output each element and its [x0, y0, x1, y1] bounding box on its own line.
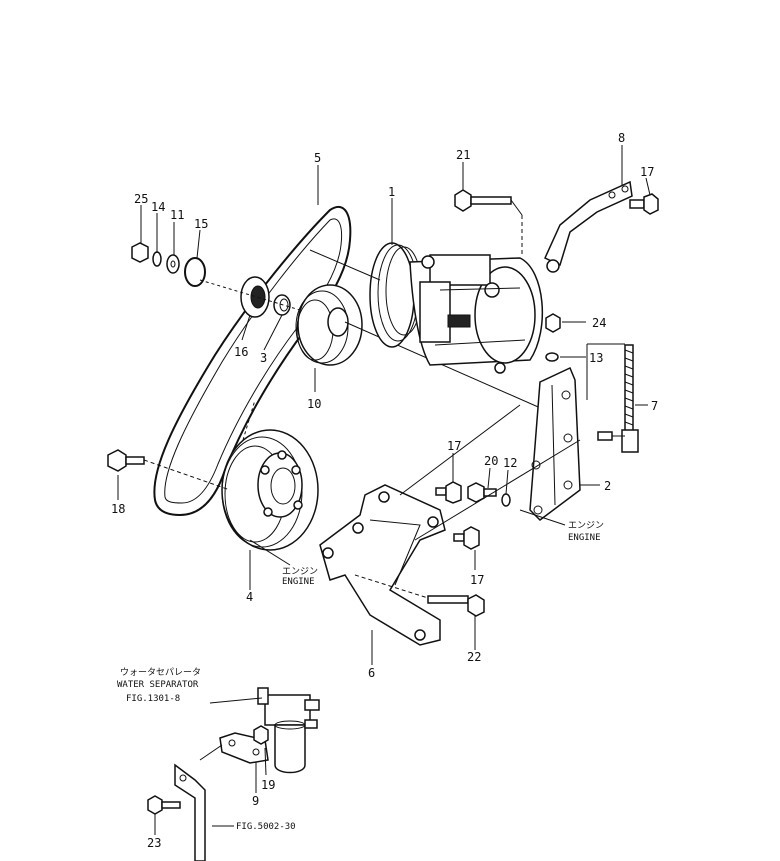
bracket-8	[544, 180, 633, 273]
frame-plate	[174, 744, 223, 861]
callout-1: 1	[388, 185, 395, 199]
engine-label-jp-1: エンジン	[282, 567, 318, 577]
callout-21: 21	[456, 148, 470, 162]
callout-9: 9	[252, 794, 259, 808]
callout-16: 16	[234, 345, 248, 359]
bolt-21	[454, 189, 523, 255]
callout-3: 3	[260, 351, 267, 365]
bolt-23	[147, 795, 181, 815]
callout-25: 25	[134, 192, 148, 206]
leader-lines	[117, 145, 651, 835]
callout-8: 8	[618, 131, 625, 145]
engine-label-en-1: ENGINE	[282, 577, 315, 587]
fig-ref-1301: FIG.1301-8	[126, 694, 180, 704]
callout-17-top: 17	[640, 165, 654, 179]
bearing-16	[240, 276, 270, 318]
callout-17-middle: 17	[447, 439, 461, 453]
water-separator-label-en: WATER SEPARATOR	[117, 680, 199, 690]
callout-14: 14	[151, 200, 165, 214]
callout-5: 5	[314, 151, 321, 165]
callout-2: 2	[604, 479, 611, 493]
water-separator-label-jp: ウォータセパレータ	[120, 667, 201, 678]
washer-13	[545, 352, 559, 362]
bolt-bracket-2	[597, 431, 625, 441]
callout-4: 4	[246, 590, 253, 604]
compressor	[369, 242, 544, 374]
callout-7: 7	[651, 399, 658, 413]
bolt-18	[107, 449, 231, 491]
engine-pointer-1	[249, 539, 291, 566]
callout-10: 10	[307, 397, 321, 411]
text-labels: エンジン ENGINE エンジン ENGINE ウォータセパレータ WATER …	[117, 521, 604, 832]
fig-ref-5002: FIG.5002-30	[236, 822, 296, 832]
idler-pulley	[295, 284, 363, 366]
adjust-bolt-7	[586, 343, 639, 453]
crank-pulley	[221, 429, 319, 551]
compressor-axis-line	[309, 249, 381, 281]
callout-13: 13	[589, 351, 603, 365]
water-separator	[257, 687, 320, 774]
bracket-6	[319, 484, 446, 646]
callout-23: 23	[147, 836, 161, 850]
callout-20: 20	[484, 454, 498, 468]
callout-19: 19	[261, 778, 275, 792]
bolt-17-lower	[453, 526, 480, 550]
bolt-20	[467, 482, 497, 503]
engine-pointer-2	[519, 509, 566, 526]
callout-12: 12	[503, 456, 517, 470]
bracket-2	[529, 366, 581, 521]
engine-label-en-2: ENGINE	[568, 533, 601, 543]
nut-19	[253, 725, 269, 745]
water-sep-pointer	[209, 697, 263, 704]
part-numbers: 1 2 3 4 5 6 7 8 9 10 11 12 13 14 15 16 1…	[111, 131, 658, 850]
callout-22: 22	[467, 650, 481, 664]
bolt-17-top	[629, 193, 659, 215]
guide-line-1	[399, 404, 521, 496]
washer-14	[152, 251, 162, 267]
callout-18: 18	[111, 502, 125, 516]
callout-6: 6	[368, 666, 375, 680]
nut-25	[131, 242, 149, 263]
nut-24	[545, 313, 561, 333]
engine-label-jp-2: エンジン	[568, 521, 604, 531]
callout-11: 11	[170, 208, 184, 222]
snap-ring-15	[184, 257, 206, 287]
guide-line-2	[414, 439, 581, 541]
washer-12	[501, 493, 511, 507]
callout-17-lower: 17	[470, 573, 484, 587]
bolt-22	[354, 574, 485, 617]
callout-24: 24	[592, 316, 606, 330]
bolt-17-middle	[435, 481, 462, 504]
washer-11	[166, 254, 180, 274]
callout-15: 15	[194, 217, 208, 231]
